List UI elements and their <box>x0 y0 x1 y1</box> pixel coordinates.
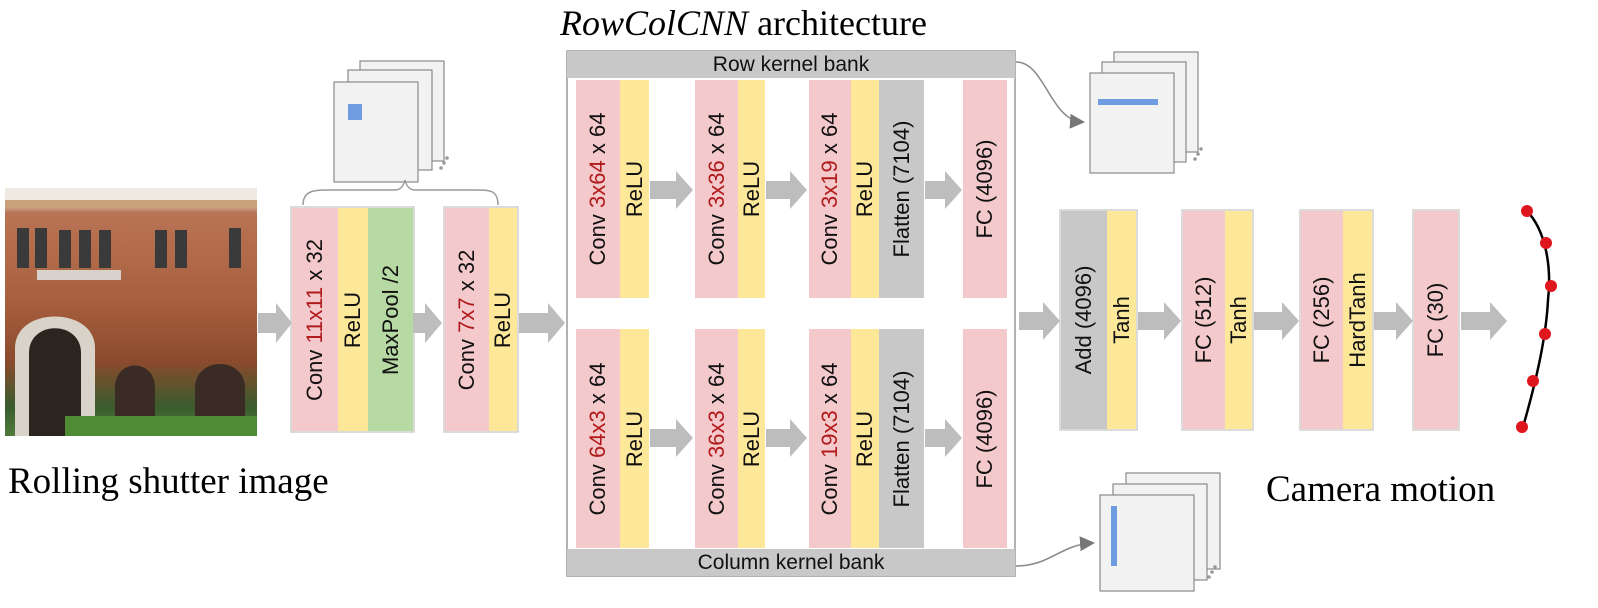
head-tanh1: Tanh <box>1107 211 1136 429</box>
col-conv3: Conv 19x3 x 64 <box>809 329 851 548</box>
col-relu2: ReLU <box>738 329 765 548</box>
row-conv3: Conv 3x19 x 64 <box>809 80 851 298</box>
block2-outline <box>443 206 519 433</box>
flow-arrows <box>258 171 1507 457</box>
head-hardtanh: HardTanh <box>1343 211 1372 429</box>
col-fc: FC (4096) <box>963 329 1007 548</box>
row-relu1: ReLU <box>620 80 649 298</box>
arrow-fc1-to-fc2 <box>1254 302 1299 340</box>
col-relu1: ReLU <box>620 329 649 548</box>
col-conv2: Conv 36x3 x 64 <box>695 329 738 548</box>
arrow-row-2 <box>766 171 807 209</box>
row-flatten: Flatten (7104) <box>879 80 924 298</box>
kernel-square-glyph <box>348 104 362 120</box>
arrow-col-1 <box>650 419 693 457</box>
feature-map-stack-input <box>333 60 449 183</box>
front-conv2: Conv 7x7 x 32 <box>445 208 489 431</box>
arrow-add-to-fc1 <box>1138 302 1181 340</box>
arrow-front-to-rowcol <box>519 303 565 343</box>
arrow-col-2 <box>766 419 807 457</box>
head-fc1: FC (512) <box>1183 211 1225 429</box>
motion-point <box>1540 237 1552 249</box>
arrow-rowcol-to-add <box>1019 302 1060 340</box>
arrow-input-to-conv1 <box>258 303 292 343</box>
head-add-outline <box>1059 209 1138 431</box>
diagram-title: RowColCNN architecture <box>560 2 1040 44</box>
camera-motion-trajectory <box>1516 205 1557 433</box>
col-relu3: ReLU <box>851 329 879 548</box>
title-italic: RowColCNN <box>560 3 749 43</box>
motion-point <box>1527 375 1539 387</box>
front-conv1: Conv 11x11 x 32 <box>292 208 338 431</box>
arrow-row-1 <box>650 171 693 209</box>
feature-map-stack-row <box>1089 51 1203 174</box>
arrow-col-3 <box>925 419 962 457</box>
motion-point <box>1521 205 1533 217</box>
motion-point <box>1516 421 1528 433</box>
col-flatten: Flatten (7104) <box>879 329 924 548</box>
motion-point <box>1545 280 1557 292</box>
front-maxpool: MaxPool /2 <box>368 208 413 431</box>
row-conv1: Conv 3x64 x 64 <box>576 80 620 298</box>
motion-point <box>1539 328 1551 340</box>
head-fc3: FC (30) <box>1414 211 1458 429</box>
front-relu1: ReLU <box>338 208 368 431</box>
row-conv2: Conv 3x36 x 64 <box>695 80 738 298</box>
head-tanh2: Tanh <box>1225 211 1252 429</box>
arrow-row-3 <box>925 171 962 209</box>
rolling-shutter-photo <box>5 188 257 436</box>
column-kernel-glyph <box>1111 506 1117 566</box>
output-caption: Camera motion <box>1266 469 1496 510</box>
row-kernel-bank-label: Row kernel bank <box>567 51 1015 78</box>
row-relu3: ReLU <box>851 80 879 298</box>
brace-input <box>302 179 499 206</box>
head-fc2: FC (256) <box>1301 211 1343 429</box>
row-relu2: ReLU <box>738 80 765 298</box>
col-conv1: Conv 64x3 x 64 <box>576 329 620 548</box>
title-rest: architecture <box>748 3 927 43</box>
feature-map-stack-column <box>1099 472 1221 592</box>
front-relu2: ReLU <box>489 208 517 431</box>
head-fc1-outline <box>1181 209 1254 431</box>
arrow-fc2-to-fc3 <box>1374 302 1413 340</box>
row-bank-connector <box>1015 61 1085 129</box>
row-kernel-glyph <box>1098 99 1158 105</box>
row-fc: FC (4096) <box>963 80 1007 298</box>
column-bank-connector <box>1015 536 1095 567</box>
head-fc3-outline <box>1412 209 1460 431</box>
head-fc2-outline <box>1299 209 1374 431</box>
input-caption: Rolling shutter image <box>8 461 329 502</box>
arrow-fc3-to-output <box>1461 302 1507 340</box>
head-add: Add (4096) <box>1061 211 1107 429</box>
column-kernel-bank-label: Column kernel bank <box>567 549 1015 576</box>
